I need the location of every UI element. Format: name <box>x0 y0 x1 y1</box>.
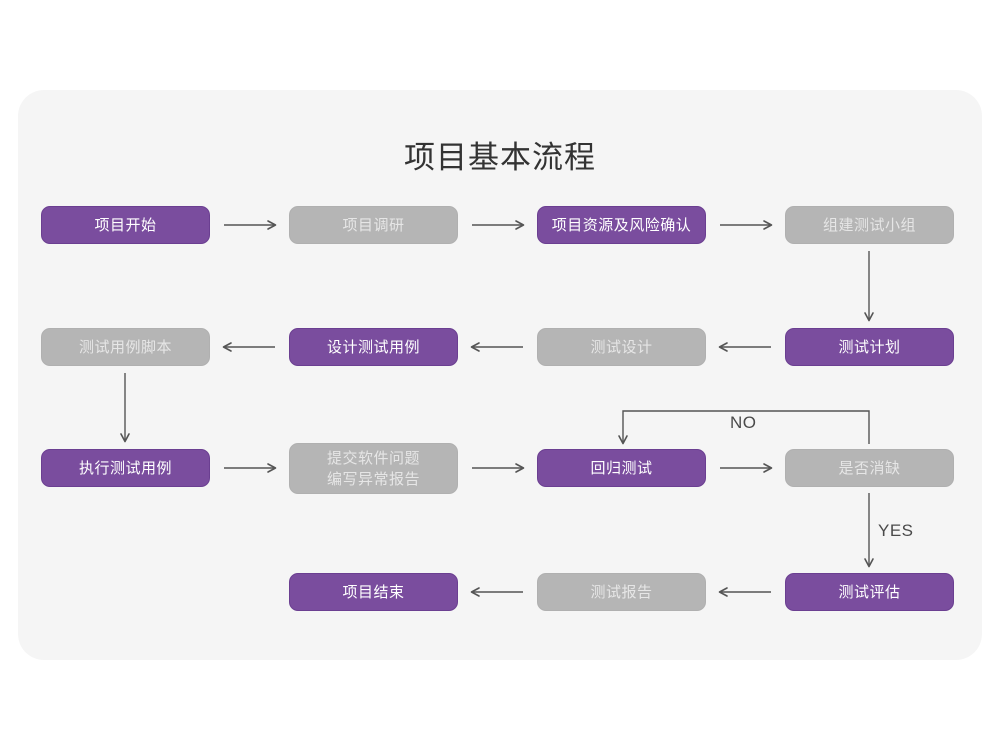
node-design-test-case[interactable]: 设计测试用例 <box>289 328 458 366</box>
node-defect-cleared[interactable]: 是否消缺 <box>785 449 954 487</box>
page-title: 项目基本流程 <box>404 140 596 175</box>
edge-label-yes: YES <box>878 521 914 540</box>
node-test-case-script[interactable]: 测试用例脚本 <box>41 328 210 366</box>
node-project-start[interactable]: 项目开始 <box>41 206 210 244</box>
node-regression-test[interactable]: 回归测试 <box>537 449 706 487</box>
node-execute-test-case[interactable]: 执行测试用例 <box>41 449 210 487</box>
node-project-research[interactable]: 项目调研 <box>289 206 458 244</box>
node-test-design[interactable]: 测试设计 <box>537 328 706 366</box>
node-submit-issue-report[interactable]: 提交软件问题 编写异常报告 <box>289 443 458 494</box>
node-build-test-team[interactable]: 组建测试小组 <box>785 206 954 244</box>
node-test-evaluation[interactable]: 测试评估 <box>785 573 954 611</box>
diagram-card <box>18 90 982 660</box>
node-resource-risk-confirm[interactable]: 项目资源及风险确认 <box>537 206 706 244</box>
node-test-report[interactable]: 测试报告 <box>537 573 706 611</box>
edge-label-no: NO <box>730 413 757 432</box>
node-test-plan[interactable]: 测试计划 <box>785 328 954 366</box>
node-project-end[interactable]: 项目结束 <box>289 573 458 611</box>
